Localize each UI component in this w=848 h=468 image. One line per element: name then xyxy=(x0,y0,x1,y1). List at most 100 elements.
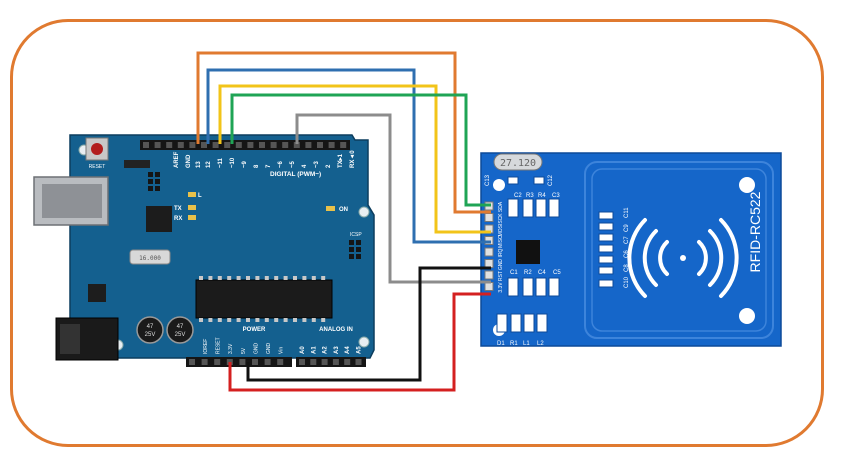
chip-pin xyxy=(264,318,269,322)
header-pin xyxy=(214,359,221,365)
smd-chip xyxy=(124,160,150,168)
rfid-pin-label: SDA xyxy=(498,201,504,212)
chip-pin xyxy=(208,276,213,280)
wire-rst xyxy=(295,113,491,284)
smd-component xyxy=(535,198,547,218)
chip-pin xyxy=(227,318,232,322)
usb-port-inner xyxy=(42,184,102,218)
cap-label: 25V xyxy=(145,332,156,338)
chip-pin xyxy=(236,318,241,322)
usb-interface-chip xyxy=(146,206,172,232)
rfid-component-label: C12 xyxy=(548,174,554,186)
smd-component xyxy=(522,198,534,218)
power-header xyxy=(186,357,292,367)
mounting-hole xyxy=(358,336,370,348)
header-pin xyxy=(328,142,335,148)
chip-pin xyxy=(227,276,232,280)
icsp-pin xyxy=(148,172,153,177)
analog-pin-label: A4 xyxy=(345,346,351,354)
icsp-pin xyxy=(155,172,160,177)
bottom-header-pins xyxy=(189,359,362,365)
wire-gnd xyxy=(246,266,491,382)
header-pin xyxy=(332,359,339,365)
rfid-pin-label: MISO xyxy=(498,235,504,248)
chip-pin xyxy=(311,318,316,322)
rfid-crystal xyxy=(493,153,543,171)
digital-pin-label: 2 xyxy=(326,164,332,168)
chip-pin xyxy=(255,318,260,322)
rfid-pin-label: RST xyxy=(498,271,504,281)
wire-sda xyxy=(196,51,491,214)
chip-pin xyxy=(302,276,307,280)
digital-pin-label: ~9 xyxy=(242,160,248,168)
rfid-pin xyxy=(484,259,494,268)
antenna-trace-inner xyxy=(591,168,767,332)
digital-pin-label: AREF xyxy=(174,151,180,168)
smd-component xyxy=(522,277,534,297)
power-pin-label: GND xyxy=(253,343,259,355)
reset-button-cap xyxy=(91,143,103,155)
digital-label: DIGITAL (PWM~) xyxy=(270,171,321,178)
header-pin xyxy=(310,359,317,365)
chip-pin xyxy=(199,276,203,280)
smd-component xyxy=(598,266,614,275)
digital-pin-label: GND xyxy=(186,154,192,168)
smd-component xyxy=(507,176,519,185)
icsp-pin xyxy=(155,179,160,184)
cap-label: 47 xyxy=(177,324,184,330)
antenna-trace xyxy=(584,161,774,339)
smd-component xyxy=(548,198,560,218)
digital-pin-label: ~3 xyxy=(314,160,320,168)
smd-component xyxy=(598,233,614,242)
rfid-pin-label: GND xyxy=(498,259,504,271)
smd-component xyxy=(523,313,535,333)
chip-pins xyxy=(199,276,326,280)
chip-pin xyxy=(217,318,222,322)
rfid-component-label: C7 xyxy=(624,236,630,244)
header-pin xyxy=(270,142,277,148)
rfid-component-label: C13 xyxy=(485,174,491,186)
l-led-label: L xyxy=(198,193,202,199)
power-pin-label: GND xyxy=(266,343,272,355)
analog-pin-label: A3 xyxy=(334,346,340,354)
rfid-component-label: C5 xyxy=(553,270,561,276)
icsp-header xyxy=(349,240,361,259)
header-pin xyxy=(166,142,173,148)
smd-component xyxy=(598,279,614,288)
chip-pins xyxy=(199,318,326,322)
header-pin xyxy=(252,359,258,365)
rfid-component-label: C9 xyxy=(624,224,630,232)
chip-pin xyxy=(302,318,307,322)
chip-pin xyxy=(255,276,260,280)
header-pin xyxy=(247,142,254,148)
rfid-component-label: L2 xyxy=(537,341,544,347)
chip-pin xyxy=(208,318,213,322)
dc-power-jack-inner xyxy=(60,324,80,354)
chip-pin xyxy=(293,318,297,322)
icsp-pin xyxy=(148,186,153,191)
orange-frame xyxy=(10,19,824,447)
rx-led xyxy=(188,215,196,220)
atmega-microcontroller xyxy=(195,279,333,319)
chip-pin xyxy=(264,276,269,280)
icsp-pin xyxy=(148,179,153,184)
cap-label: 25V xyxy=(175,332,186,338)
header-pin xyxy=(154,142,161,148)
rfid-mounting-hole xyxy=(493,179,505,191)
crystal-label: 16.000 xyxy=(139,255,161,262)
header-pin xyxy=(201,142,207,148)
rfid-component-label: R2 xyxy=(524,270,532,276)
icsp-pin xyxy=(356,240,361,245)
rfid-pin xyxy=(484,247,494,257)
analog-pin-label: A5 xyxy=(357,346,363,354)
smd-component xyxy=(510,313,522,333)
digital-pin-label: 8 xyxy=(254,164,260,168)
header-pin xyxy=(344,359,351,365)
header-pin xyxy=(321,359,328,365)
chip-pin xyxy=(199,318,203,322)
chip-pin xyxy=(236,276,241,280)
chip-pin xyxy=(283,318,288,322)
